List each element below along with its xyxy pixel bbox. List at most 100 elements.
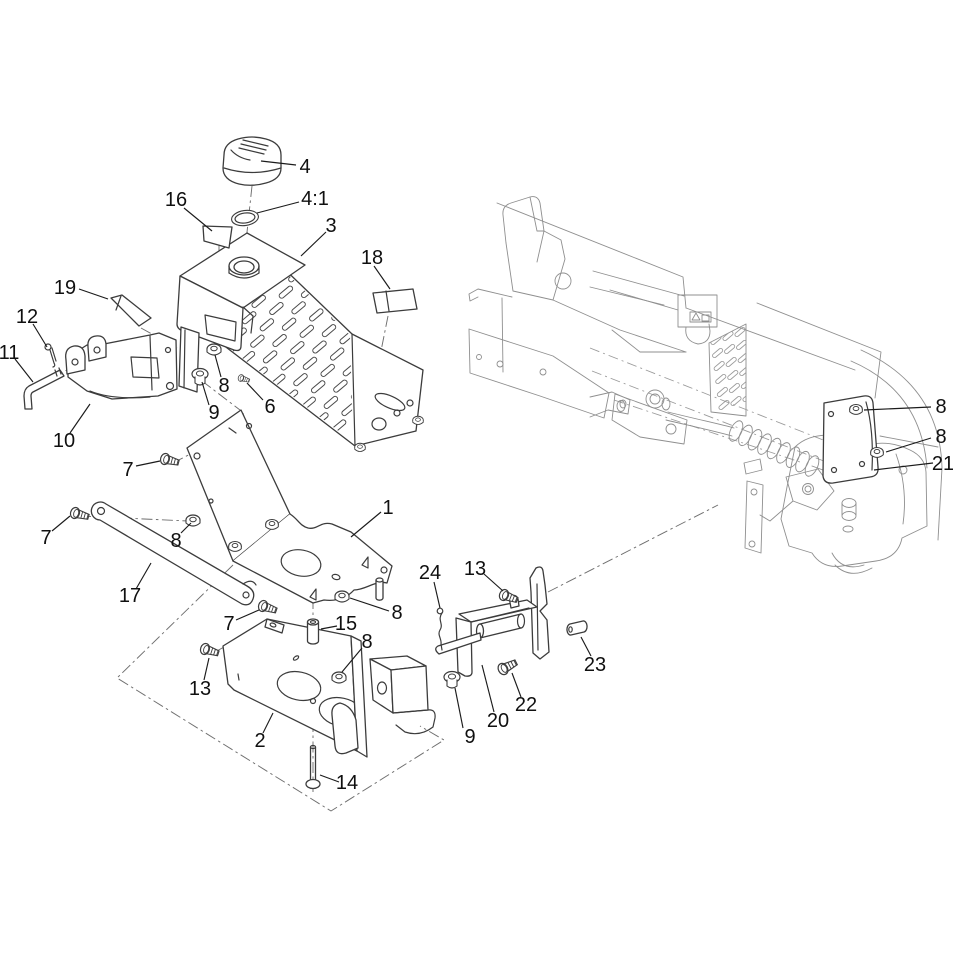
support-bracket-part-10 (65, 332, 178, 400)
screw-part-13 (497, 587, 520, 606)
fuel-cap-part-4 (222, 136, 282, 186)
callout-leader-c4_1 (256, 201, 300, 214)
callout-leader-c4 (260, 160, 297, 166)
callout-leader-c13b (483, 573, 504, 592)
callout-label-c7b: 7 (40, 527, 51, 549)
callout-label-c8e: 8 (935, 396, 946, 418)
callout-leader-c13a (203, 657, 210, 681)
callout-label-c4_1: 4:1 (301, 188, 329, 210)
callout-leader-c9a (201, 381, 210, 406)
callout-leader-c6 (246, 382, 264, 401)
callout-label-c14: 14 (336, 772, 358, 794)
rod-part-11 (23, 367, 65, 410)
callout-leader-c1 (350, 511, 382, 538)
callout-label-c6: 6 (264, 396, 275, 418)
callout-leader-c8b (180, 522, 192, 534)
callout-leader-c9b (454, 687, 464, 729)
callout-label-c8f: 8 (935, 426, 946, 448)
decal-part-16 (202, 225, 233, 249)
callout-leader-c14 (319, 774, 340, 783)
nut-part-8 (870, 446, 884, 458)
nut-part-8 (334, 590, 350, 603)
bolt-part-14 (305, 744, 321, 790)
nut-part-8 (185, 514, 201, 527)
callout-leader-c8d (341, 647, 363, 673)
callout-label-c1: 1 (382, 497, 393, 519)
bushing-part-23 (566, 620, 588, 636)
callout-label-c17: 17 (119, 585, 141, 607)
callout-leader-c8e (863, 406, 932, 411)
callout-label-c10: 10 (53, 430, 75, 452)
callout-label-c3: 3 (325, 215, 336, 237)
callout-leader-c17 (135, 562, 152, 590)
fuel-tank-part-3-body (176, 232, 306, 393)
screw-part-6 (236, 373, 251, 385)
callout-label-c22: 22 (515, 694, 537, 716)
callout-leader-c7a (135, 460, 161, 467)
machine-spring (728, 420, 820, 477)
callout-label-c13a: 13 (189, 678, 211, 700)
callout-label-c21: 21 (932, 453, 953, 475)
callout-label-c2: 2 (254, 730, 265, 752)
machine-reference-outline (468, 196, 943, 574)
callout-leader-c8f (885, 437, 932, 453)
cotter-pin-part-12 (44, 343, 57, 368)
callout-label-c8c: 8 (391, 602, 402, 624)
callout-label-c24: 24 (419, 562, 441, 584)
callout-leader-c15 (320, 625, 338, 630)
callout-label-c7a: 7 (122, 459, 133, 481)
decal-part-19 (110, 294, 152, 327)
callout-label-c8b: 8 (170, 530, 181, 552)
callout-label-c9b: 9 (464, 726, 475, 748)
base-plate-part-2 (222, 618, 436, 758)
callout-leader-c8a (214, 354, 222, 378)
decal-part-18 (372, 288, 418, 314)
callout-leader-c16 (183, 207, 213, 232)
callout-label-c11: 11 (0, 342, 19, 364)
callout-label-c7c: 7 (223, 613, 234, 635)
nut-part-8 (206, 343, 222, 356)
callout-label-c15: 15 (335, 613, 357, 635)
hairpin-cotter-part-24 (436, 607, 444, 651)
callout-label-c8a: 8 (218, 375, 229, 397)
screw-part-7 (256, 598, 279, 617)
callout-label-c18: 18 (361, 247, 383, 269)
callout-leader-c22 (511, 672, 522, 698)
callout-label-c23: 23 (584, 654, 606, 676)
callout-label-c20: 20 (487, 710, 509, 732)
brace-arm-part-17 (90, 501, 257, 606)
screw-part-7 (158, 451, 181, 469)
fuel-cap-gasket-part-4-1 (231, 209, 259, 227)
callout-leader-c24 (433, 581, 441, 609)
callout-leader-c19 (78, 288, 109, 300)
callout-label-c19: 19 (54, 277, 76, 299)
callout-leader-c3 (300, 231, 327, 257)
callout-leader-c21 (873, 462, 934, 471)
screw-part-7 (68, 505, 91, 523)
cover-plate-part-21 (822, 395, 879, 484)
machine-vent-slots (710, 326, 746, 411)
callout-leader-c10 (69, 403, 91, 434)
callout-leader-c7b (51, 515, 71, 532)
pivot-bracket-part-20 (435, 566, 550, 677)
callout-leader-c12 (32, 323, 48, 348)
callout-label-c8d: 8 (361, 631, 372, 653)
bolt-part-22 (495, 656, 520, 677)
callout-label-c13b: 13 (464, 558, 486, 580)
callout-leader-c2 (262, 712, 274, 734)
callout-leader-c18 (373, 265, 391, 290)
nut-part-8 (849, 403, 863, 415)
screw-part-13 (198, 641, 221, 660)
callout-leader-c20 (481, 664, 495, 713)
callout-label-c16: 16 (165, 189, 187, 211)
bushing-part-9 (443, 670, 461, 689)
nut-part-8 (331, 671, 347, 684)
callout-leader-c23 (580, 636, 592, 657)
callout-label-c9a: 9 (208, 402, 219, 424)
callout-leader-c11 (14, 358, 34, 383)
spacer-part-15 (306, 618, 320, 645)
callout-label-c12: 12 (16, 306, 38, 328)
